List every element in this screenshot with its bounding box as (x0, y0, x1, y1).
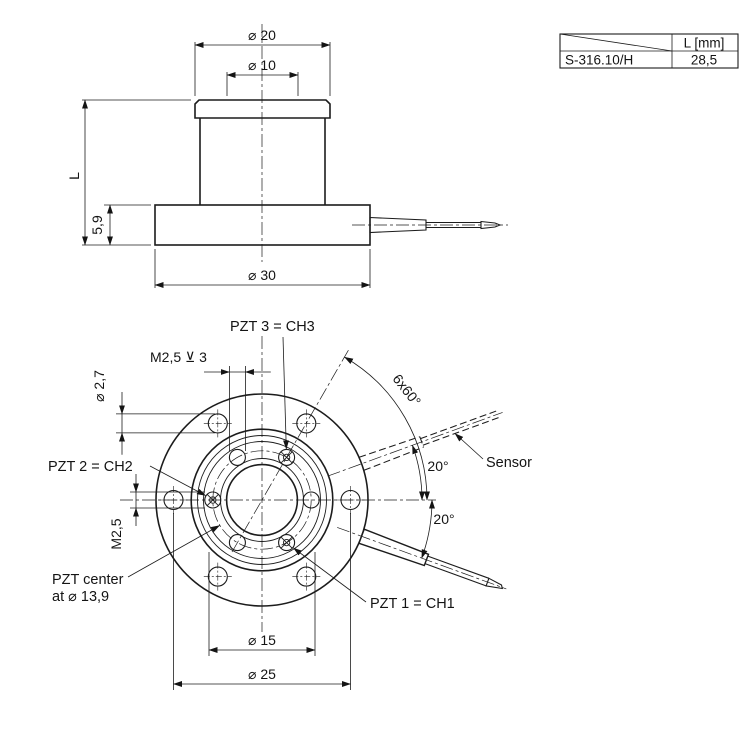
dim-thread-depth-text: M2,5 ⊻ 3 (150, 349, 207, 365)
cap-outline (194, 99, 331, 119)
spec-table-model: S-316.10/H (565, 53, 633, 68)
dim-pattern-angle-text: 6x60° (390, 371, 425, 409)
pzt3-screw (278, 448, 296, 466)
dim-thread: M2,5 (108, 474, 205, 550)
dim-dia-25-text: ⌀ 25 (248, 666, 276, 682)
spec-table-length-value: 28,5 (691, 53, 717, 68)
pzt3-label: PZT 3 = CH3 (230, 319, 315, 335)
plan-view: 6x60° 20° 20° M2,5 ⊻ 3 ⌀ 2,7 (48, 319, 532, 690)
dim-dia-10-text: ⌀ 10 (248, 57, 276, 73)
dim-dia-25: ⌀ 25 (173, 513, 351, 690)
cable-tip-plan (485, 577, 504, 590)
dim-angle-upper-20: 20° (412, 444, 449, 501)
spec-table-diagonal (559, 33, 673, 52)
cable-gland-plan (358, 528, 430, 567)
spec-table-header-l-mm: L [mm] (684, 36, 725, 51)
threaded-hole (228, 534, 246, 552)
sensor-label: Sensor (486, 455, 532, 471)
dim-length-L: L (66, 99, 191, 246)
dim-dia-15-text: ⌀ 15 (248, 632, 276, 648)
threaded-hole (228, 448, 246, 466)
cable-tip (480, 220, 502, 230)
dim-angle-upper-text: 20° (427, 458, 448, 474)
flange-outline (154, 204, 371, 246)
pzt-center-label-line2: at ⌀ 13,9 (52, 589, 109, 605)
side-view: ⌀ 20 ⌀ 10 L 5,9 ⌀ 30 (66, 24, 508, 288)
pzt1-label: PZT 1 = CH1 (370, 596, 455, 612)
dim-length-L-text: L (66, 172, 82, 180)
dim-hole-dia: ⌀ 2,7 (91, 370, 215, 455)
dim-dia-15: ⌀ 15 (208, 552, 316, 656)
plan-labels: PZT 3 = CH3 PZT 2 = CH2 PZT 1 = CH1 PZT … (48, 319, 532, 612)
dim-dia-10: ⌀ 10 (226, 57, 299, 96)
dim-dia-30-text: ⌀ 30 (248, 267, 276, 283)
pzt2-label: PZT 2 = CH2 (48, 459, 133, 475)
dim-flange-height: 5,9 (89, 204, 151, 246)
dim-dia-20-text: ⌀ 20 (248, 27, 276, 43)
dim-pattern-angle: 6x60° (344, 356, 430, 501)
dim-hole-dia-text: ⌀ 2,7 (91, 370, 107, 402)
dim-dia-20: ⌀ 20 (194, 27, 331, 96)
spec-table: L [mm] S-316.10/H 28,5 (559, 33, 739, 69)
dim-angle-lower-20: 20° (421, 499, 455, 559)
cable-plan (358, 528, 504, 590)
dim-dia-30: ⌀ 30 (154, 249, 371, 288)
dim-angle-lower-text: 20° (433, 511, 454, 527)
plan-centerlines (120, 336, 507, 632)
pzt1-screw (278, 534, 296, 552)
dim-thread-text: M2,5 (108, 518, 124, 549)
side-view-outline (154, 99, 502, 246)
cable-gland (369, 216, 427, 234)
dim-flange-height-text: 5,9 (89, 215, 105, 235)
dim-thread-depth: M2,5 ⊻ 3 (150, 349, 271, 451)
pzt-center-label-line1: PZT center (52, 572, 124, 588)
